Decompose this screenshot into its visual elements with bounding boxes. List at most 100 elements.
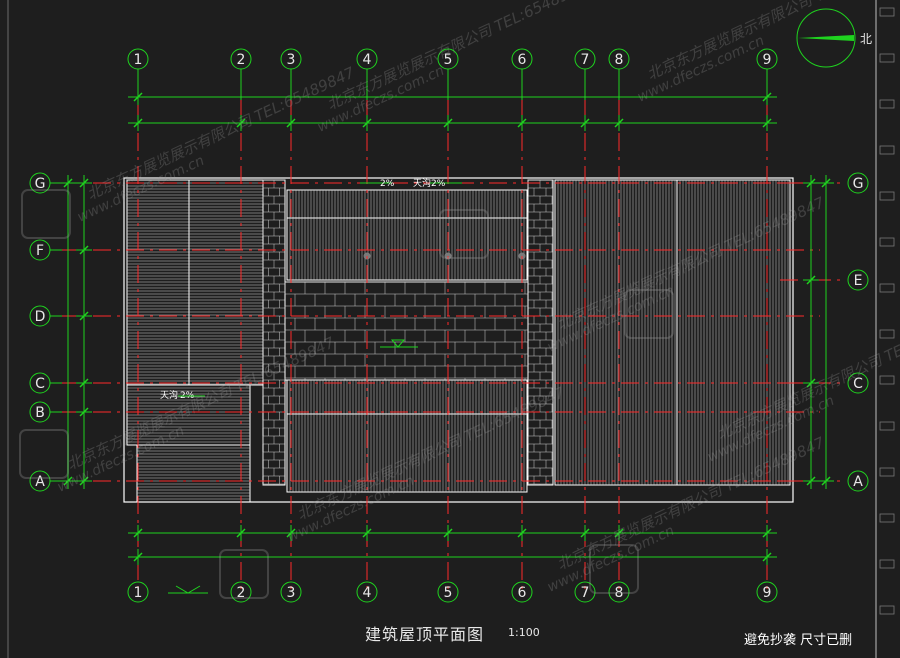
grid-bubble-label: 4 (363, 52, 372, 68)
title-block-cell (879, 99, 895, 109)
grid-bubble-label: C (853, 376, 863, 392)
grid-bubble-bottom: 6 (511, 581, 533, 603)
drawing-scale: 1:100 (508, 626, 540, 639)
grid-bubble-circle (608, 581, 630, 603)
grid-bubble-circle (847, 470, 869, 492)
grid-bubble-right: G (847, 172, 869, 194)
grid-bubble-circle (847, 269, 869, 291)
frame-border (7, 0, 895, 658)
grid-bubble-label: C (35, 376, 45, 392)
north-label: 北 (860, 32, 873, 46)
dim-slash (286, 528, 296, 538)
grid-bubble-label: 4 (363, 585, 372, 601)
left-grid-bubbles: G F D CB A (29, 172, 62, 492)
grid-bubble-right: E (847, 269, 869, 291)
central-terrace (284, 281, 529, 381)
grid-bubble-right: A (847, 470, 869, 492)
grid-bubble-top: 9 (756, 48, 778, 70)
mid-roof-lower-a (286, 379, 528, 415)
grid-bubble-label: 6 (518, 585, 527, 601)
grid-bubble-bottom: 1 (127, 581, 149, 603)
grid-bubble-label: D (35, 309, 46, 325)
grid-bubble-label: 1 (134, 52, 143, 68)
dim-slash (236, 528, 246, 538)
title-block-cell (879, 559, 895, 569)
dim-slash (762, 118, 772, 128)
grid-bubble-bottom: 2 (230, 581, 252, 603)
grid-bubble-left: D (29, 305, 51, 327)
watermark-text: 北京东方展览展示有限公司 TEL:65489847 (714, 303, 900, 443)
dim-slash (79, 407, 89, 417)
watermark-seal (19, 429, 69, 479)
small-roof-panel-b-outline (136, 444, 251, 503)
dim-slash (79, 476, 89, 486)
building-outline (123, 177, 794, 503)
dim-slash (79, 311, 89, 321)
mid-roof-top (286, 189, 528, 219)
grid-bubble-bottom: 3 (280, 581, 302, 603)
grid-bubble-circle (574, 581, 596, 603)
grid-bubble-top: 3 (280, 48, 302, 70)
title-block-cell (879, 145, 895, 155)
dim-slash (517, 528, 527, 538)
dim-slash (362, 118, 372, 128)
grid-bubble-circle (847, 372, 869, 394)
title-block-cell (879, 283, 895, 293)
grid-bubble-top: 8 (608, 48, 630, 70)
dim-slash (443, 528, 453, 538)
watermark-seal (21, 189, 71, 239)
grid-bubble-left: B (29, 401, 51, 423)
grid-bubble-circle (280, 581, 302, 603)
watermark-seal (439, 209, 489, 259)
watermark-seal (589, 544, 639, 594)
right-roof-panel-b (676, 179, 791, 486)
grid-bubble-top: 7 (574, 48, 596, 70)
grid-bubble-label: G (853, 176, 864, 192)
dim-slash (580, 528, 590, 538)
title-block-cell (879, 53, 895, 63)
dim-slash (806, 275, 816, 285)
grid-bubble-bottom: 5 (437, 581, 459, 603)
small-roof-panel-a (126, 384, 251, 446)
north-arrow-circle (796, 8, 856, 68)
title-block-cell (879, 421, 895, 431)
grid-bubble-label: 7 (581, 52, 590, 68)
dim-slash (580, 118, 590, 128)
dim-slash (63, 476, 73, 486)
mid-roof-lower-b (286, 413, 528, 493)
grid-bubble-label: B (35, 405, 45, 421)
dim-slash (79, 245, 89, 255)
brick-strip-left (262, 179, 286, 486)
left-roof-panel-a (126, 179, 190, 386)
gutter-label: 天沟 (413, 177, 431, 189)
grid-bubble-circle (127, 581, 149, 603)
grid-bubble-label: 3 (287, 52, 296, 68)
grid-bubble-label: 8 (615, 52, 624, 68)
grid-bubble-bottom: 8 (608, 581, 630, 603)
grid-bubble-top: 6 (511, 48, 533, 70)
dim-slash (133, 552, 143, 562)
grid-bubble-label: G (35, 176, 46, 192)
title-block-cell (879, 7, 895, 17)
title-block-cell (879, 237, 895, 247)
grid-bubble-label: 5 (444, 52, 453, 68)
dim-slash (443, 118, 453, 128)
grid-bubble-left: F (29, 239, 51, 261)
grid-bubble-label: E (854, 273, 863, 289)
roof-plan (123, 177, 794, 503)
copy-note: 避免抄袭 尺寸已删 (744, 633, 853, 648)
grid-bubble-left: A (29, 470, 51, 492)
mid-roof-upper (286, 217, 528, 281)
grid-bubble-label: 9 (763, 52, 772, 68)
grid-bubble-label: A (35, 474, 45, 490)
dim-slash (79, 178, 89, 188)
drawing-title: 建筑屋顶平面图 (365, 625, 485, 644)
gutter-label: 天沟 (160, 389, 178, 401)
watermark-text: 北京东方展览展示有限公司 TEL:65489847 (64, 333, 338, 473)
grid-bubble-label: 8 (615, 585, 624, 601)
watermark-text: 北京东方展览展示有限公司 TEL:65489847 (554, 193, 828, 333)
dim-slash (133, 118, 143, 128)
dim-slash (762, 528, 772, 538)
title-block-cell (879, 191, 895, 201)
